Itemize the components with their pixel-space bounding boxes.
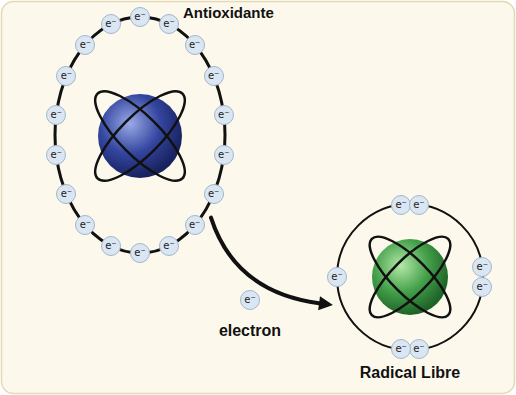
electron-badge: e⁻	[204, 66, 224, 86]
arrow-head	[318, 296, 333, 310]
orbits	[83, 79, 196, 192]
electron-shell	[55, 17, 225, 253]
orbits	[359, 226, 461, 328]
transfer-arrow	[211, 218, 333, 310]
electron-badge: e⁻	[472, 257, 492, 277]
nucleus	[372, 239, 448, 315]
nucleus	[98, 94, 182, 178]
arrow-shaft	[211, 218, 319, 304]
atom-label: Antioxidante	[183, 4, 353, 21]
electron-shell	[337, 204, 483, 350]
electron-badge: e⁻	[214, 105, 234, 125]
electron-badge: e⁻	[130, 7, 150, 27]
electron-badge: e⁻	[75, 35, 95, 55]
electron-badge: e⁻	[204, 184, 224, 204]
electron-badge: e⁻	[46, 105, 66, 125]
electron-badge: e⁻	[185, 35, 205, 55]
electron-badge: e⁻	[130, 243, 150, 263]
electron-badge: e⁻	[327, 267, 347, 287]
atom-label: Radical Libre	[337, 364, 483, 382]
electron-badge: e⁻	[409, 195, 429, 215]
atom-node: Radical Libre	[337, 204, 483, 350]
electron-badge: e⁻	[101, 14, 121, 34]
electron-badge: e⁻	[159, 236, 179, 256]
electron-badge: e⁻	[185, 215, 205, 235]
caption-label: electron	[219, 322, 281, 340]
electron-badge: e⁻	[240, 290, 260, 310]
electron-badge: e⁻	[101, 236, 121, 256]
